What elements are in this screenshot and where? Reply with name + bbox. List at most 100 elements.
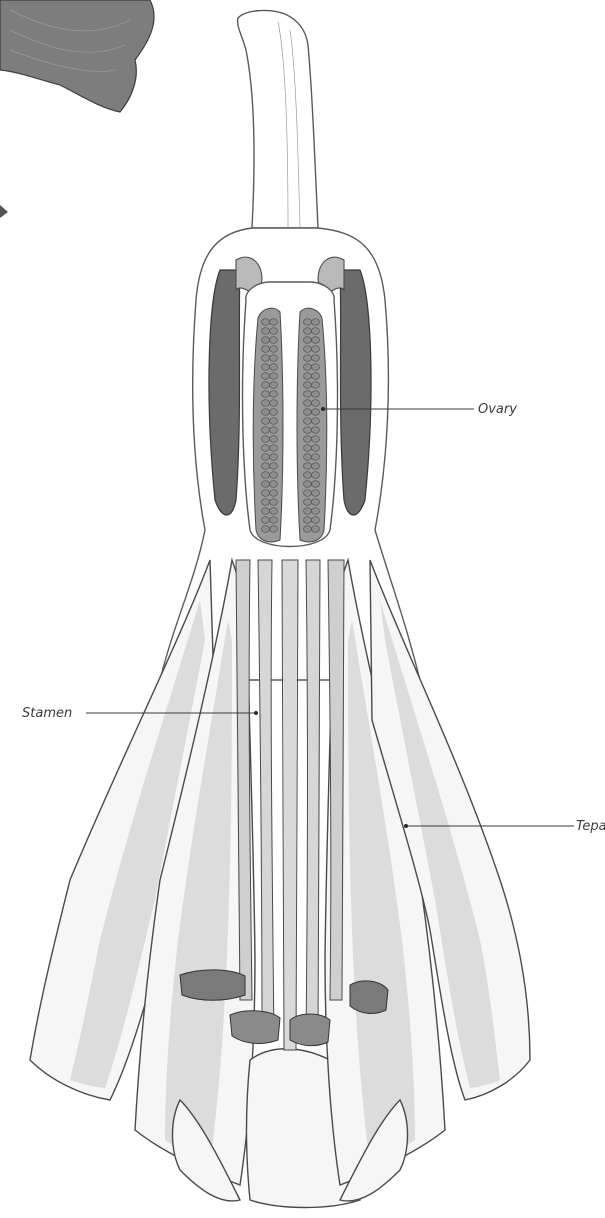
ovule xyxy=(312,472,320,479)
ovule xyxy=(312,337,320,344)
ovule xyxy=(312,481,320,488)
ovule xyxy=(262,373,270,380)
ovule xyxy=(312,427,320,434)
ovule xyxy=(262,436,270,443)
ovule xyxy=(270,445,278,452)
ovule xyxy=(262,400,270,407)
ovule xyxy=(304,427,312,434)
ovule xyxy=(304,445,312,452)
ovule xyxy=(262,382,270,389)
ovule xyxy=(304,481,312,488)
flower-stalk xyxy=(238,11,318,228)
ovule xyxy=(270,319,278,326)
ovule xyxy=(270,463,278,470)
ovule xyxy=(304,319,312,326)
ovule xyxy=(262,409,270,416)
ovule xyxy=(270,400,278,407)
ovule xyxy=(312,346,320,353)
ovule xyxy=(270,409,278,416)
ovule xyxy=(304,472,312,479)
ovule xyxy=(304,355,312,362)
ovule xyxy=(312,391,320,398)
ovule xyxy=(270,508,278,515)
ovule xyxy=(312,526,320,533)
ovary-leader-dot xyxy=(321,407,325,411)
ovule xyxy=(312,319,320,326)
ovule xyxy=(312,490,320,497)
ovule xyxy=(270,328,278,335)
ovule xyxy=(270,436,278,443)
ovule xyxy=(312,508,320,515)
tepal-label: Tepal xyxy=(576,819,605,834)
ovule xyxy=(262,472,270,479)
ovule xyxy=(270,373,278,380)
ovary-label: Ovary xyxy=(478,402,517,417)
ovule xyxy=(304,418,312,425)
ovule xyxy=(304,346,312,353)
ovule xyxy=(270,364,278,371)
ovule xyxy=(304,463,312,470)
ovule xyxy=(262,346,270,353)
ovule xyxy=(270,517,278,524)
ovule xyxy=(304,382,312,389)
ovule xyxy=(262,355,270,362)
ovule xyxy=(304,436,312,443)
ovule xyxy=(304,490,312,497)
ovule xyxy=(270,499,278,506)
ovule xyxy=(262,490,270,497)
ovule xyxy=(270,481,278,488)
ovule xyxy=(262,364,270,371)
ovule xyxy=(262,454,270,461)
ovule xyxy=(312,463,320,470)
ovule xyxy=(270,454,278,461)
ovule xyxy=(262,328,270,335)
ovule xyxy=(304,364,312,371)
ovary xyxy=(243,282,338,547)
ovule xyxy=(304,526,312,533)
ovule xyxy=(262,463,270,470)
ovule xyxy=(262,445,270,452)
ovule xyxy=(304,400,312,407)
ovule xyxy=(304,328,312,335)
ovule xyxy=(304,508,312,515)
ovule xyxy=(270,490,278,497)
ovule xyxy=(262,499,270,506)
ovule xyxy=(304,373,312,380)
stamen-label: Stamen xyxy=(22,706,72,721)
ovule xyxy=(262,517,270,524)
ovule xyxy=(262,481,270,488)
ovule xyxy=(304,391,312,398)
ovule xyxy=(270,472,278,479)
ovule xyxy=(270,355,278,362)
ovule xyxy=(304,409,312,416)
ovule xyxy=(304,454,312,461)
ovule xyxy=(270,382,278,389)
stamen-leader-dot xyxy=(254,711,258,715)
ovule xyxy=(304,337,312,344)
ovule xyxy=(312,499,320,506)
ovule xyxy=(270,337,278,344)
ovule xyxy=(312,409,320,416)
ovule xyxy=(312,517,320,524)
ovule xyxy=(312,382,320,389)
ovule xyxy=(270,427,278,434)
ovule xyxy=(312,400,320,407)
ovule xyxy=(262,526,270,533)
ovule xyxy=(270,418,278,425)
ovule xyxy=(304,499,312,506)
ovule xyxy=(270,526,278,533)
ovule xyxy=(312,328,320,335)
ovule xyxy=(312,418,320,425)
ovule xyxy=(270,391,278,398)
ovule xyxy=(312,364,320,371)
ovule xyxy=(312,445,320,452)
ovule xyxy=(262,427,270,434)
ovule xyxy=(312,436,320,443)
top-left-fragment xyxy=(0,0,154,218)
ovule xyxy=(312,454,320,461)
ovule xyxy=(304,517,312,524)
ovule xyxy=(312,373,320,380)
ovule xyxy=(262,319,270,326)
ovule xyxy=(312,355,320,362)
